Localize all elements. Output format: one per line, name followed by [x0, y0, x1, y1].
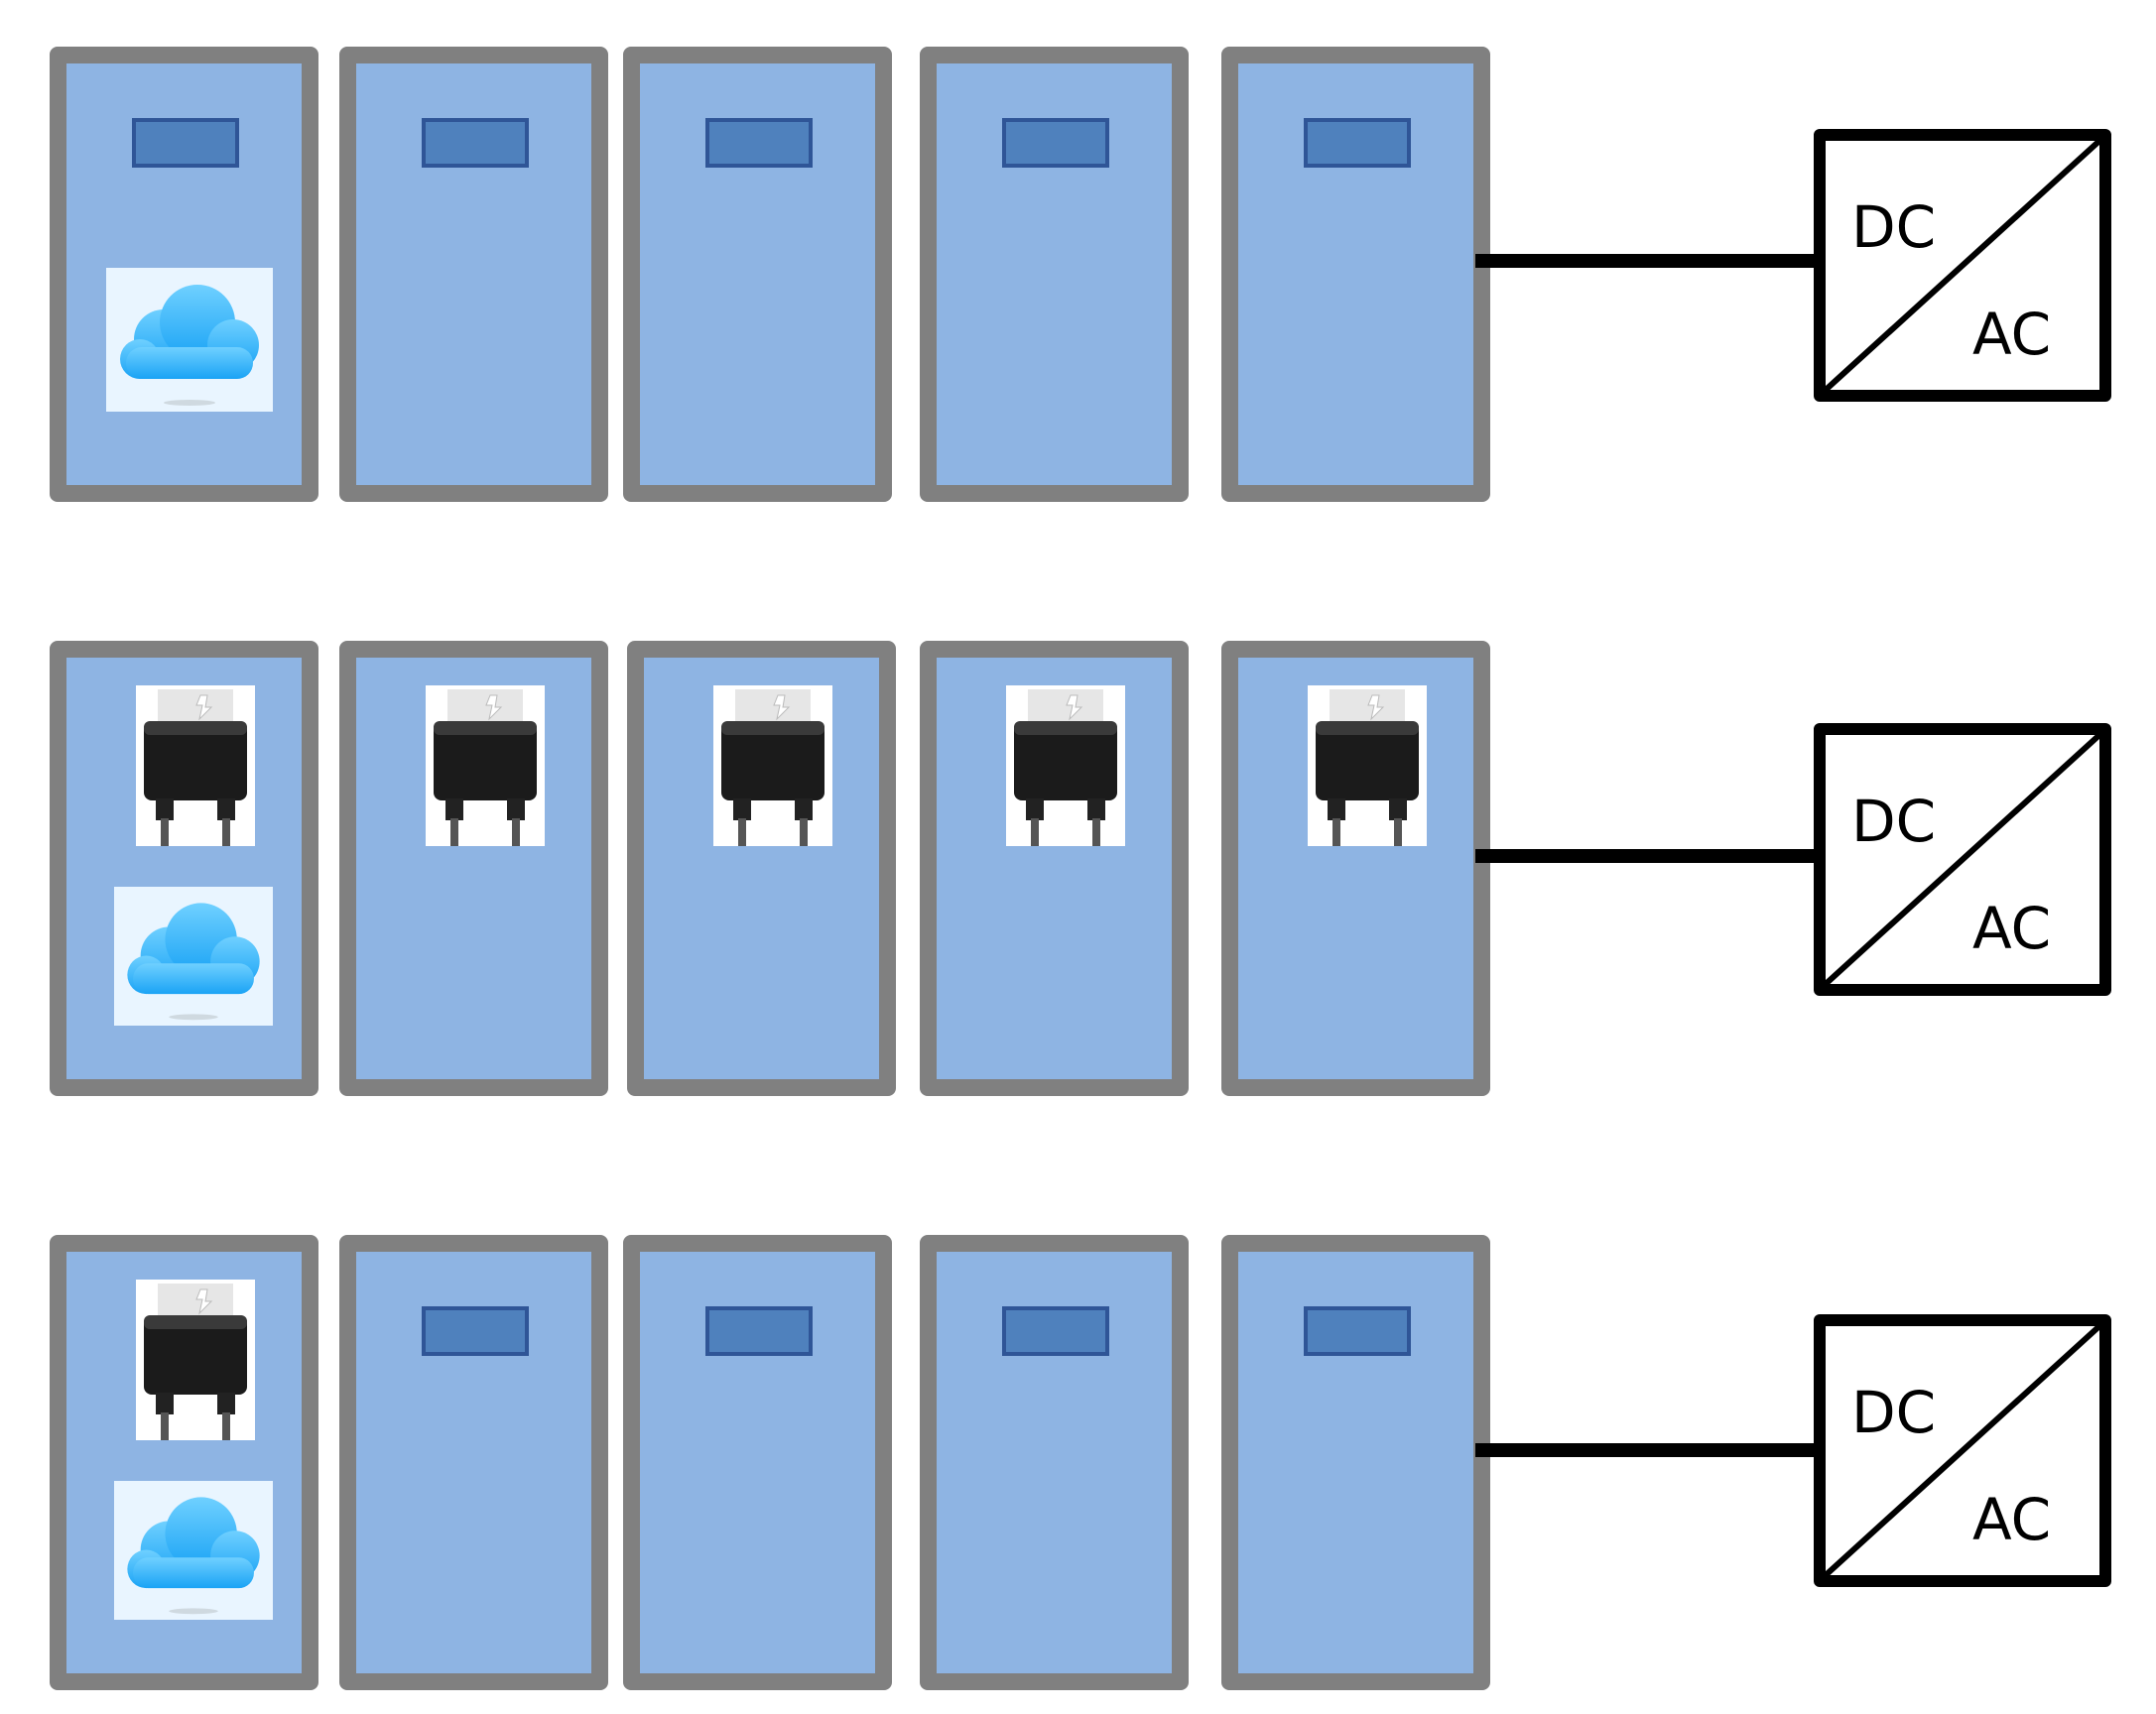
inverter-dc-label: DC: [1851, 193, 1937, 261]
cloud-icon: [114, 887, 273, 1026]
power-optimizer-icon: [136, 1280, 255, 1440]
string-row-2: DC AC: [0, 641, 2156, 1096]
solar-panel: [1221, 641, 1490, 1096]
dc-cable: [1475, 1443, 1821, 1457]
panel-indicator: [1304, 118, 1411, 168]
panel-indicator: [705, 1306, 813, 1356]
cloud-icon: [114, 1481, 273, 1620]
solar-panel: [623, 1235, 892, 1690]
dc-ac-inverter: DC AC: [1814, 723, 2111, 996]
solar-panel: [627, 641, 896, 1096]
panel-indicator: [422, 118, 529, 168]
solar-panel: [920, 1235, 1189, 1690]
solar-panel: [920, 47, 1189, 502]
cloud-icon: [106, 268, 273, 412]
panel-indicator: [132, 118, 239, 168]
dc-ac-inverter: DC AC: [1814, 129, 2111, 402]
inverter-ac-label: AC: [1972, 895, 2052, 962]
power-optimizer-icon: [136, 685, 255, 846]
panel-indicator: [1304, 1306, 1411, 1356]
panel-indicator: [1002, 1306, 1109, 1356]
solar-panel: [50, 1235, 318, 1690]
solar-panel: [339, 47, 608, 502]
dc-cable: [1475, 849, 1821, 863]
solar-panel: [50, 641, 318, 1096]
string-row-3: DC AC: [0, 1235, 2156, 1690]
solar-panel: [339, 1235, 608, 1690]
panel-indicator: [422, 1306, 529, 1356]
solar-panel: [339, 641, 608, 1096]
solar-panel: [920, 641, 1189, 1096]
inverter-dc-label: DC: [1851, 788, 1937, 855]
power-optimizer-icon: [713, 685, 832, 846]
solar-panel: [1221, 47, 1490, 502]
inverter-dc-label: DC: [1851, 1379, 1937, 1446]
power-optimizer-icon: [426, 685, 545, 846]
inverter-ac-label: AC: [1972, 301, 2052, 368]
string-row-1: DC AC: [0, 47, 2156, 502]
power-optimizer-icon: [1006, 685, 1125, 846]
power-optimizer-icon: [1308, 685, 1427, 846]
dc-ac-inverter: DC AC: [1814, 1314, 2111, 1587]
inverter-ac-label: AC: [1972, 1486, 2052, 1553]
panel-indicator: [1002, 118, 1109, 168]
solar-panel: [623, 47, 892, 502]
panel-indicator: [705, 118, 813, 168]
dc-cable: [1475, 254, 1821, 268]
solar-panel: [1221, 1235, 1490, 1690]
solar-panel: [50, 47, 318, 502]
